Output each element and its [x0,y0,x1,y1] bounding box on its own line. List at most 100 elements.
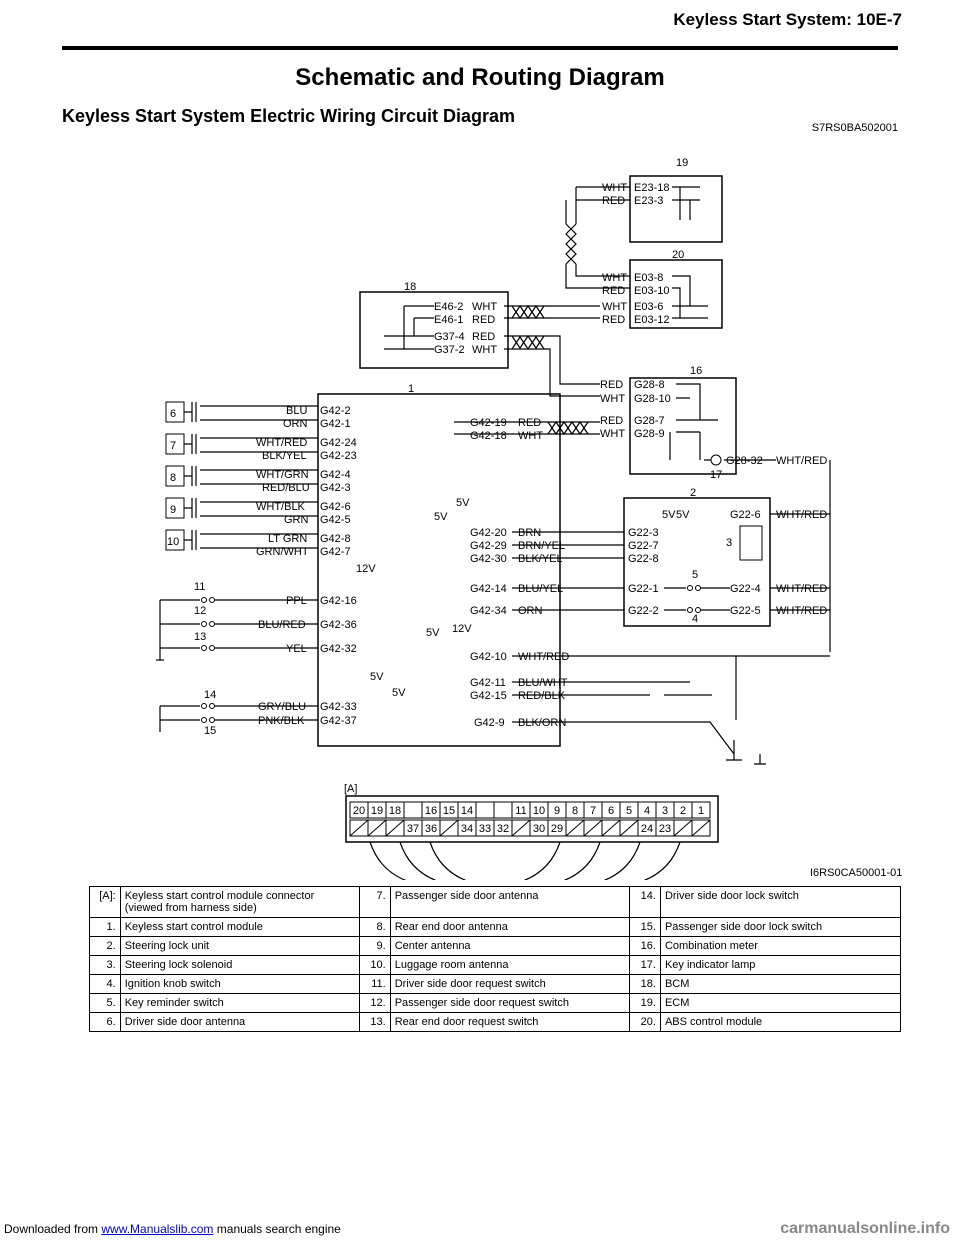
num-9: 9 [170,504,176,516]
connector-pin-label: 18 [389,805,401,817]
wire-red-20d: RED [602,314,625,326]
pin-g42-15: G42-15 [470,690,507,702]
pin-g42-32: G42-32 [320,643,357,655]
wire-wht-16d: WHT [600,428,625,440]
num-14: 14 [204,689,216,701]
pin-g42-8: G42-8 [320,533,351,545]
legend-key: [A]: [89,886,121,918]
legend-key: 16. [629,936,661,956]
connector-label: [A] [344,783,357,795]
connector-pin-label: 8 [572,805,578,817]
label-5v-b: 5V [392,687,406,699]
wire-blu-yel: BLU/YEL [518,583,563,595]
connector-empty-slot [511,819,531,837]
wire-wht-20a: WHT [602,272,627,284]
wire-yel: YEL [286,643,307,655]
pin-g42-10: G42-10 [470,651,507,663]
pin-g42-29: G42-29 [470,540,507,552]
wire-wht-red-2a: WHT/RED [776,509,827,521]
wire-red-blu: RED/BLU [262,482,310,494]
legend-value: Keyless start control module connector (… [119,886,361,918]
section-title: Keyless Start System Electric Wiring Cir… [62,106,516,126]
connector-empty-slot [565,819,585,837]
page-header: Keyless Start System: 10E-7 [673,10,902,29]
num-15: 15 [204,725,216,737]
pin-g22-4: G22-4 [730,583,761,595]
legend-value: Key reminder switch [119,993,361,1013]
pin-g42-2: G42-2 [320,405,351,417]
legend-value: Passenger side door request switch [389,993,631,1013]
connector-pin-label: 14 [461,805,473,817]
legend-value: Driver side door antenna [119,1012,361,1032]
legend-key: 5. [89,993,121,1013]
antenna-rows [165,401,185,551]
legend-key: 14. [629,886,661,918]
connector-empty-slot [385,819,405,837]
wire-wht-16b: WHT [600,393,625,405]
num-8: 8 [170,472,176,484]
legend-value: Combination meter [659,936,902,956]
wire-red-16c: RED [600,415,623,427]
pin-g42-4: G42-4 [320,469,351,481]
pin-g42-33: G42-33 [320,701,357,713]
legend-key: 8. [359,917,391,937]
num-11: 11 [194,581,205,593]
header-rule [62,46,898,50]
wire-red-16a: RED [600,379,623,391]
label-5v-a: 5V [370,671,384,683]
num-20: 20 [672,249,684,261]
wire-blu: BLU [286,405,307,417]
connector-empty-slot [583,819,603,837]
legend-key: 1. [89,917,121,937]
connector-empty-slot [439,819,459,837]
legend-key: 19. [629,993,661,1013]
pin-e03-12: E03-12 [634,314,669,326]
connector-empty-slot [619,819,639,837]
connector-pin-label: 15 [443,805,455,817]
wire-red-20b: RED [602,285,625,297]
wire-ppl: PPL [286,595,307,607]
connector-cell-top [403,801,423,819]
num-17: 17 [710,469,722,481]
wire-blu-red: BLU/RED [258,619,306,631]
label-5v-e: 5V [426,627,440,639]
connector-empty-slot [673,819,693,837]
source-link[interactable]: www.Manualslib.com [101,1222,214,1236]
pin-g28-9: G28-9 [634,428,665,440]
pin-g22-2: G22-2 [628,605,659,617]
num-2: 2 [690,487,696,499]
connector-cell-top [691,801,711,819]
legend-value: Steering lock unit [119,936,361,956]
num-6: 6 [170,408,176,420]
label-5v-d: 5V [456,497,470,509]
legend-value: Steering lock solenoid [119,955,361,975]
legend-key: 17. [629,955,661,975]
connector-empty-slot [601,819,621,837]
control-module-box [317,393,561,747]
connector-pin-label: 16 [425,805,437,817]
wire-lt-grn: LT GRN [268,533,307,545]
label-12v-b: 12V [452,623,472,635]
pin-g42-24: G42-24 [320,437,357,449]
legend-key: 10. [359,955,391,975]
legend-table: [A]:Keyless start control module connect… [89,886,902,1032]
legend-value: Luggage room antenna [389,955,631,975]
pin-g37-4: G37-4 [434,331,465,343]
wire-wht-red-mod: WHT/RED [518,651,569,663]
legend-key: 6. [89,1012,121,1032]
pin-g42-30: G42-30 [470,553,507,565]
legend-key: 3. [89,955,121,975]
pin-g42-18: G42-18 [470,430,507,442]
num-16: 16 [690,365,702,377]
legend-value: Rear end door antenna [389,917,631,937]
connector-pin-label: 34 [461,823,473,835]
steering-lock-box [623,497,771,627]
legend-key: 20. [629,1012,661,1032]
num-12: 12 [194,605,206,617]
connector-empty-slot [691,819,711,837]
wiring-diagram: 19 20 18 16 1 2 3 4 5 17 WHT RED E23-18 … [156,157,902,880]
footer-source: Downloaded from www.Manualslib.com manua… [4,1222,341,1236]
legend-value: Passenger side door antenna [389,886,631,918]
